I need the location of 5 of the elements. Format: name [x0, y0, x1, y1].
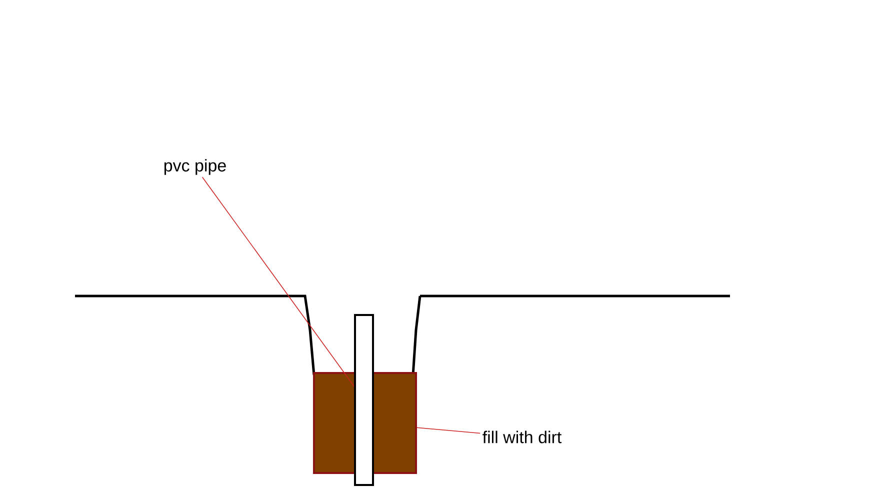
leader-line — [416, 427, 481, 434]
label-text: pvc pipe — [164, 159, 226, 175]
leader-line — [202, 176, 354, 387]
pipe — [354, 314, 374, 486]
label-text: fill with dirt — [482, 430, 562, 444]
